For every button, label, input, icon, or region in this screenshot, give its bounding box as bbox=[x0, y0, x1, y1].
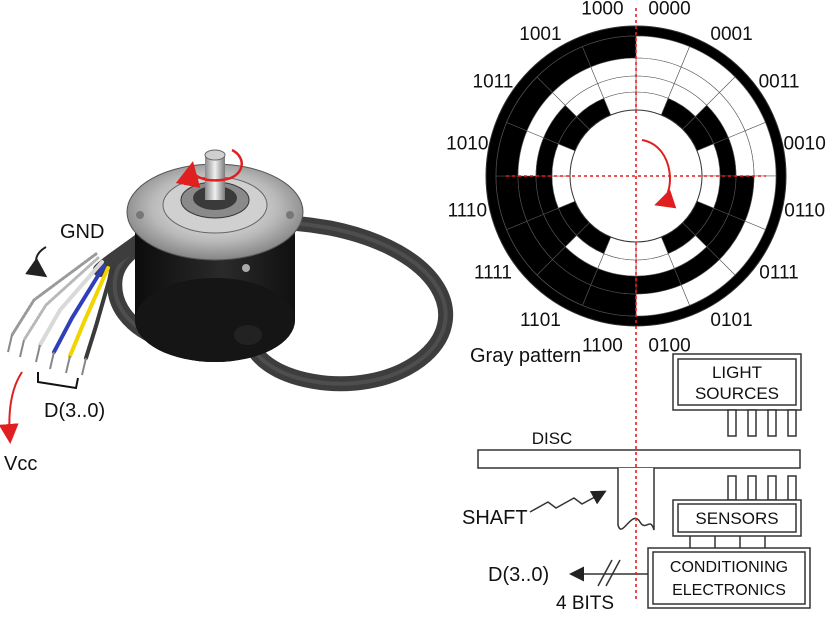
gray-code-label: 1111 bbox=[474, 263, 512, 284]
wire-tips bbox=[7, 334, 87, 376]
disc-bar bbox=[477, 449, 801, 469]
gray-code-label: 1100 bbox=[582, 336, 623, 357]
cable-outlet bbox=[234, 325, 262, 345]
data-wires-bracket bbox=[37, 372, 79, 390]
bits-label: 4 BITS bbox=[556, 593, 614, 614]
light-sources-label-1: LIGHT bbox=[712, 363, 762, 382]
gray-code-label: 0110 bbox=[784, 201, 825, 222]
gray-code-label: 1000 bbox=[581, 0, 623, 19]
gray-code-label: 1110 bbox=[448, 201, 487, 222]
gray-code-label: 0100 bbox=[648, 336, 690, 357]
encoder-photo: GND D(3..0) Vcc bbox=[0, 148, 454, 475]
screw-icon bbox=[242, 264, 250, 272]
gnd-arrow-icon bbox=[25, 246, 48, 278]
gray-code-label: 0111 bbox=[759, 263, 798, 284]
conditioning-label-2: ELECTRONICS bbox=[672, 582, 786, 599]
disc-rotation-arrow-icon bbox=[641, 139, 677, 209]
gray-code-label: 1001 bbox=[519, 24, 561, 45]
conditioning-label-1: CONDITIONING bbox=[670, 559, 788, 576]
disc-caption: Gray pattern bbox=[470, 345, 581, 367]
gray-code-label: 0010 bbox=[784, 133, 826, 154]
shaft bbox=[205, 155, 225, 200]
gray-code-label: 0011 bbox=[759, 71, 800, 92]
optical-schematic bbox=[477, 353, 811, 609]
light-emitters bbox=[727, 409, 797, 437]
output-label: D(3..0) bbox=[488, 564, 549, 586]
wire-bundle bbox=[10, 252, 114, 360]
gray-code-label: 0001 bbox=[710, 24, 752, 45]
disc-code-labels: 0000 0001 0011 0010 0110 0111 0101 0100 1100 1101… bbox=[446, 0, 826, 357]
gray-code-label: 1010 bbox=[446, 133, 488, 154]
gray-code-label: 0101 bbox=[710, 310, 752, 331]
rotation-arrow-icon bbox=[175, 148, 243, 189]
disc-label: DISC bbox=[532, 429, 573, 448]
photo-sensors bbox=[727, 475, 797, 501]
light-sources-label-2: SOURCES bbox=[695, 384, 779, 403]
gnd-label: GND bbox=[60, 221, 104, 243]
gray-code-label: 1011 bbox=[473, 71, 514, 92]
gray-code-label: 0000 bbox=[648, 0, 690, 19]
data-bus-label: D(3..0) bbox=[44, 400, 105, 422]
vcc-arrow-icon bbox=[0, 371, 23, 444]
schematic-shaft bbox=[617, 468, 655, 531]
shaft-label: SHAFT bbox=[462, 507, 528, 529]
sensors-label: SENSORS bbox=[695, 509, 778, 528]
vcc-label: Vcc bbox=[4, 453, 37, 475]
gray-code-label: 1101 bbox=[520, 310, 561, 331]
